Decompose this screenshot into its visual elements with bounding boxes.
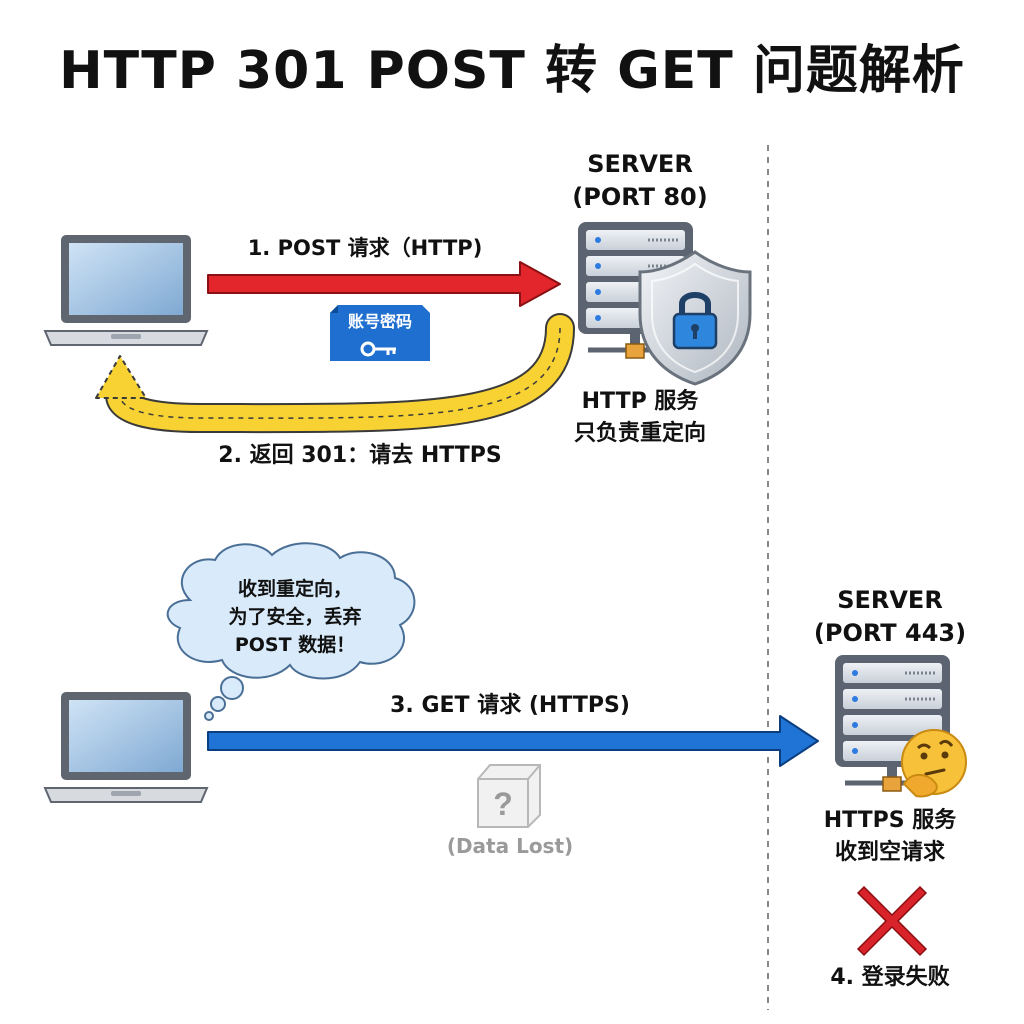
credentials-badge — [330, 305, 430, 361]
server-https-port: (PORT 443) — [813, 619, 967, 647]
step-2-label: 2. 返回 301：请去 HTTPS — [218, 443, 502, 468]
redirect-arrow — [95, 313, 575, 434]
server-https-name: SERVER — [837, 586, 943, 614]
laptop-icon — [43, 692, 209, 803]
post-arrow — [207, 261, 561, 307]
thinking-face-icon — [901, 729, 967, 798]
credentials-badge-label: 账号密码 — [347, 312, 412, 331]
server-http-name: SERVER — [587, 150, 693, 178]
question-box-icon: ? — [477, 764, 541, 828]
shield-lock-icon — [638, 250, 752, 386]
data-lost-label: (Data Lost) — [446, 834, 574, 858]
get-arrow — [207, 715, 819, 767]
svg-text:?: ? — [493, 786, 513, 822]
server-http-note-line2: 只负责重定向 — [573, 421, 706, 446]
server-http-port: (PORT 80) — [572, 183, 708, 211]
thought-line-1: 收到重定向， — [237, 578, 352, 600]
laptop-icon — [43, 235, 209, 346]
thought-bubble-text: 收到重定向， 为了安全，丢弃 POST 数据！ — [185, 575, 405, 659]
thought-line-2: 为了安全，丢弃 — [228, 606, 362, 628]
step-3-label: 3. GET 请求 (HTTPS) — [390, 693, 630, 718]
server-https-note-line1: HTTPS 服务 — [823, 808, 957, 833]
step-4-label: 4. 登录失败 — [830, 965, 950, 990]
thought-line-3: POST 数据！ — [234, 634, 356, 656]
red-x-icon — [856, 885, 928, 957]
thought-bubble — [166, 542, 416, 721]
server-https-note-line2: 收到空请求 — [834, 840, 945, 865]
page-title: HTTP 301 POST 转 GET 问题解析 — [59, 41, 965, 101]
server-http-note-line1: HTTP 服务 — [581, 389, 699, 414]
step-1-label: 1. POST 请求（HTTP) — [247, 236, 483, 260]
key-icon — [360, 341, 396, 357]
